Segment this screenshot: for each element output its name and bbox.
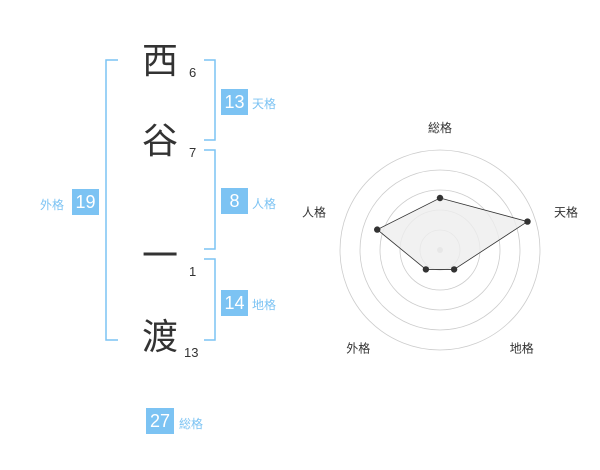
radar-point-3 xyxy=(450,266,458,273)
stroke-count-3: 1 xyxy=(189,264,197,279)
radar-point-1 xyxy=(436,194,444,202)
jinkaku-value: 8 xyxy=(221,188,248,214)
tenkaku-label: 天格 xyxy=(252,97,277,111)
radar-point-2 xyxy=(524,218,531,225)
chikaku-value: 14 xyxy=(221,290,248,316)
radar-ring xyxy=(339,149,541,351)
tenkaku-value: 13 xyxy=(221,89,248,115)
radar-point-4 xyxy=(422,266,430,273)
name-char-4: 渡 xyxy=(142,317,179,358)
stroke-count-4: 13 xyxy=(184,345,199,360)
radar-point-5 xyxy=(374,226,381,233)
soukaku-value: 27 xyxy=(146,408,174,434)
radar-axis-label-2: 天格 xyxy=(554,204,578,219)
chikaku-label: 地格 xyxy=(252,298,277,312)
radar-series-polygon xyxy=(376,197,529,270)
radar-axis-label-3: 地格 xyxy=(510,341,534,356)
radar-ring xyxy=(359,169,521,331)
stroke-count-2: 7 xyxy=(189,145,197,160)
radar-axis-label-1: 総格 xyxy=(428,120,452,135)
radar-axis-label-5: 人格 xyxy=(302,204,326,219)
gaikaku-label: 外格 xyxy=(40,198,65,212)
name-char-2: 谷 xyxy=(142,121,179,162)
radar-axis-label-4: 外格 xyxy=(346,341,370,356)
stroke-count-1: 6 xyxy=(189,65,197,80)
jinkaku-label: 人格 xyxy=(252,197,277,211)
soukaku-label: 総格 xyxy=(179,417,204,431)
gaikaku-value: 19 xyxy=(72,189,99,215)
name-char-3: 一 xyxy=(142,236,179,277)
name-char-1: 西 xyxy=(142,41,179,82)
radar-ring xyxy=(379,189,501,311)
